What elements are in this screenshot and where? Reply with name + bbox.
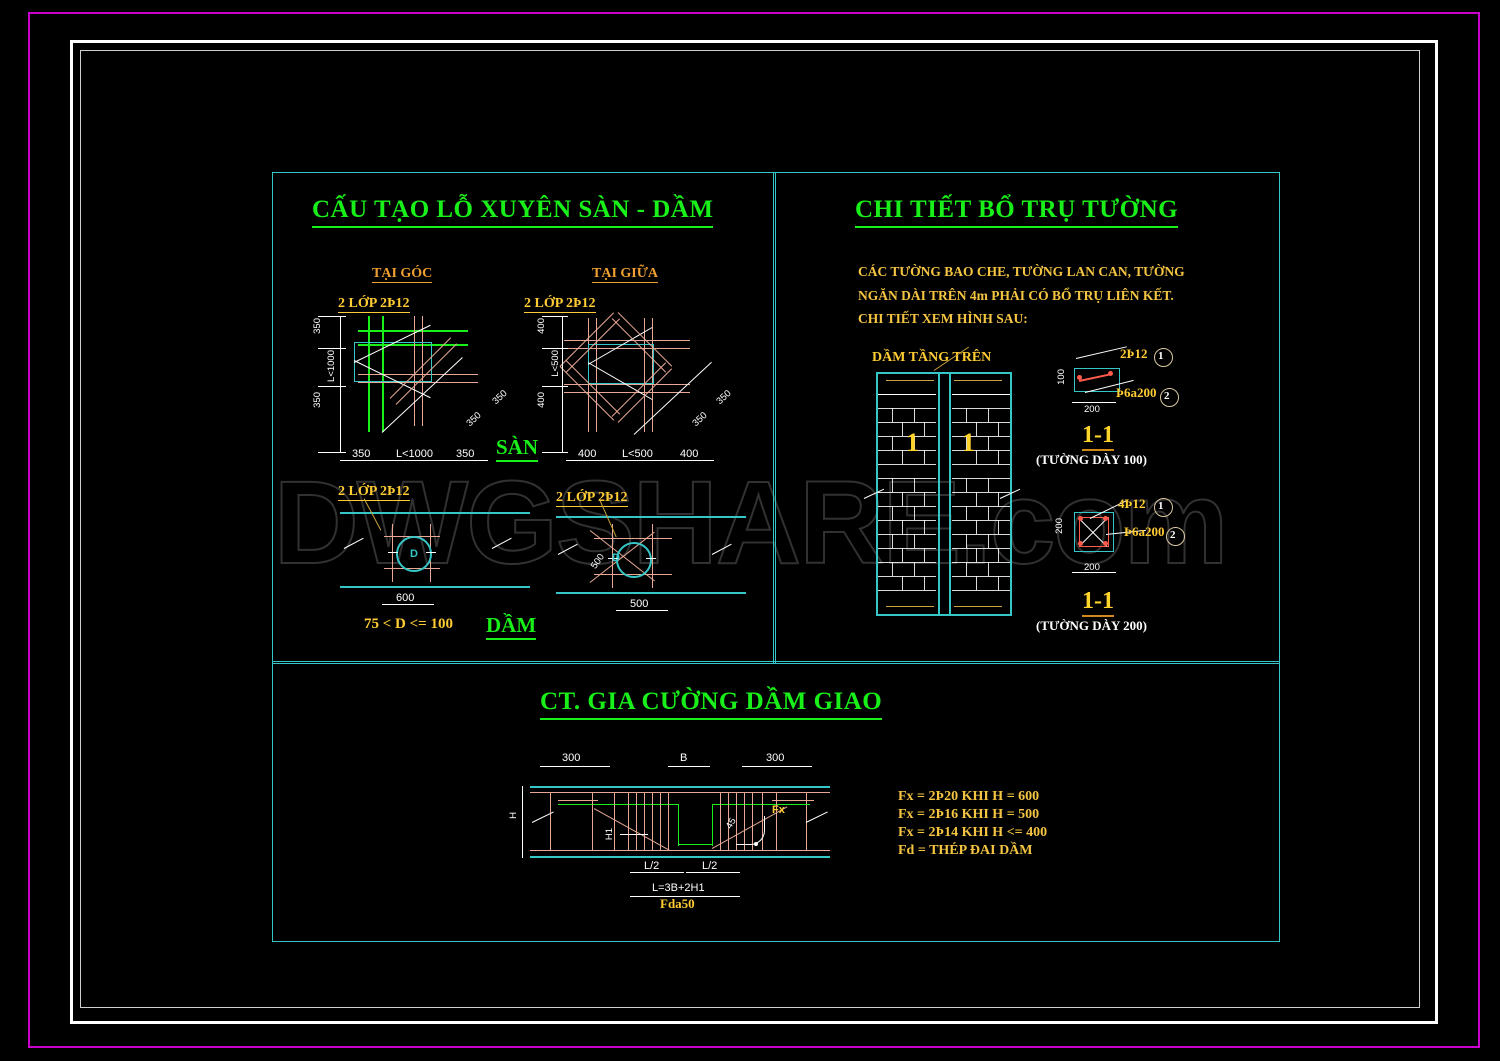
section200-callout-1-circle — [1154, 498, 1173, 517]
section200-caption: (TƯỜNG DÀY 200) — [1036, 618, 1147, 633]
beam-dim-300-right: 300 — [766, 752, 785, 764]
panel-wall-column — [773, 172, 1280, 664]
detail-middle-rebar-label: 2 LỚP 2Þ12 — [524, 296, 596, 313]
panel-floor-title: CẤU TẠO LỖ XUYÊN SÀN - DẦM — [312, 196, 714, 228]
section200-outline — [1074, 512, 1114, 552]
section200-width-dimline — [1072, 572, 1116, 573]
beam-dim-l2-left: L/2 — [644, 860, 660, 872]
beam-fx-label: Fx — [772, 804, 785, 816]
section100-title: 1-1 — [1082, 422, 1114, 451]
beam-dim-B-line — [668, 766, 710, 767]
wall-elevation-drawing — [863, 346, 1021, 616]
beam-dim-l2-right: L/2 — [702, 860, 718, 872]
beam-left-drawing — [340, 498, 540, 598]
section200-callout-1: 1 — [1158, 500, 1164, 512]
wall-section-mark-left: 1 — [906, 428, 919, 457]
section200-width-dim: 200 — [1084, 562, 1100, 573]
detail-middle-subtitle: TẠI GIỮA — [592, 266, 658, 283]
beam-dim-B: B — [680, 752, 688, 764]
section200-stirrup — [1079, 517, 1109, 547]
section200-bar-dot-bl — [1078, 541, 1083, 546]
section100-bar-dot-left — [1077, 375, 1082, 380]
panel-wall-title: CHI TIẾT BỔ TRỤ TƯỜNG — [855, 196, 1179, 228]
beam-left-rebar-label: 2 LỚP 2Þ12 — [338, 484, 410, 501]
label-dam: DẦM — [486, 613, 537, 640]
section100-outline — [1074, 368, 1120, 392]
section100-callout-2-circle — [1160, 388, 1179, 407]
section100-callout-1-circle — [1154, 348, 1173, 367]
section100-width-dim: 200 — [1084, 404, 1100, 415]
beam-h1-dim: H1 — [604, 828, 615, 841]
beam-legend-line-4: Fd = THÉP ĐAI DẦM — [898, 843, 1033, 858]
section200-bar-dot-tl — [1078, 516, 1083, 521]
drawing-outer-frame — [28, 12, 1480, 1048]
detail-corner-vdim-1: 350 — [312, 318, 323, 334]
panel-beam-title: CT. GIA CƯỜNG DẦM GIAO — [540, 688, 883, 720]
section100-caption: (TƯỜNG DÀY 100) — [1036, 452, 1147, 467]
beam-left-width-dim: 600 — [396, 592, 415, 604]
beam-dim-l2-right-line — [686, 872, 740, 873]
section100-height-dim: 100 — [1056, 369, 1067, 385]
section200-callout-2-circle — [1166, 527, 1185, 546]
wall-note-line-3: CHI TIẾT XEM HÌNH SAU: — [858, 311, 1028, 326]
label-san: SÀN — [496, 435, 539, 462]
wall-note-line-2: NGĂN DÀI TRÊN 4m PHẢI CÓ BỔ TRỤ LIÊN KẾT… — [858, 288, 1174, 303]
detail-corner-vdim-2: L<1000 — [326, 350, 337, 382]
beam-right-rebar-label: 2 LỚP 2Þ12 — [556, 490, 628, 507]
detail-middle-drawing — [556, 312, 746, 452]
beam-legend-line-3: Fx = 2Þ14 KHI H <= 400 — [898, 825, 1048, 840]
beam-dim-total: L=3B+2H1 — [652, 882, 705, 894]
beam-legend-line-2: Fx = 2Þ16 KHI H = 500 — [898, 807, 1040, 822]
beam-left-D-label: D — [410, 548, 418, 560]
detail-corner-drawing — [330, 312, 520, 452]
beam-dim-300-right-line — [742, 766, 812, 767]
beam-dim-300-left-line — [540, 766, 610, 767]
detail-middle-vdim-3: 400 — [536, 392, 547, 408]
drawing-border-inner — [80, 50, 1420, 1008]
beam-height-dim: H — [508, 812, 519, 819]
beam-fda-label: Fda50 — [660, 896, 695, 911]
detail-corner-vdim-3: 350 — [312, 392, 323, 408]
section200-callout-2: 2 — [1170, 529, 1176, 541]
section100-stirrup-label: Þ6a200 — [1116, 385, 1157, 400]
section100-callout-2: 2 — [1164, 390, 1170, 402]
section100-bar-dot-right — [1108, 371, 1113, 376]
section100-width-dimline — [1072, 402, 1116, 403]
wall-note-line-1: CÁC TƯỜNG BAO CHE, TƯỜNG LAN CAN, TƯỜNG — [858, 264, 1185, 279]
beam-left-note: 75 < D <= 100 — [364, 616, 453, 632]
detail-middle-vdim-1: 400 — [536, 318, 547, 334]
beam-dim-300-left: 300 — [562, 752, 581, 764]
wall-beam-above-label: DẦM TẦNG TRÊN — [872, 350, 992, 365]
section200-main-bar-label: 4Þ12 — [1118, 496, 1146, 511]
section200-bar-dot-tr — [1103, 516, 1108, 521]
beam-intersection-drawing — [530, 786, 830, 858]
detail-middle-vdim-2: L<500 — [550, 350, 561, 377]
detail-middle-hdim-2: L<500 — [622, 448, 653, 460]
detail-corner-hdim-1: 350 — [352, 448, 371, 460]
panel-floor-opening — [272, 172, 776, 664]
drawing-border-outer — [70, 40, 1438, 1024]
section200-height-dim: 200 — [1054, 518, 1065, 534]
detail-middle-hdim-3: 400 — [680, 448, 699, 460]
beam-height-dimline — [522, 786, 523, 858]
detail-corner-rebar-label: 2 LỚP 2Þ12 — [338, 296, 410, 313]
panel-beam-reinforcement — [272, 661, 1280, 942]
beam-right-drawing — [556, 500, 756, 602]
wall-section-mark-right: 1 — [962, 428, 975, 457]
section200-bar-dot-br — [1103, 541, 1108, 546]
section200-title: 1-1 — [1082, 588, 1114, 617]
beam-right-width-dim: 500 — [630, 598, 649, 610]
beam-dim-l2-left-line — [630, 872, 684, 873]
section200-stirrup-label: Þ6a200 — [1124, 524, 1165, 539]
beam-legend-line-1: Fx = 2Þ20 KHI H = 600 — [898, 789, 1040, 804]
section100-callout-1: 1 — [1158, 350, 1164, 362]
detail-corner-hdim-3: 350 — [456, 448, 475, 460]
detail-corner-subtitle: TẠI GÓC — [372, 266, 433, 283]
detail-middle-hdim-1: 400 — [578, 448, 597, 460]
section100-main-bar-label: 2Þ12 — [1120, 346, 1148, 361]
beam-right-D-label: D — [612, 552, 620, 564]
beam-dim-total-line — [630, 896, 740, 897]
detail-corner-hdim-2: L<1000 — [396, 448, 434, 460]
